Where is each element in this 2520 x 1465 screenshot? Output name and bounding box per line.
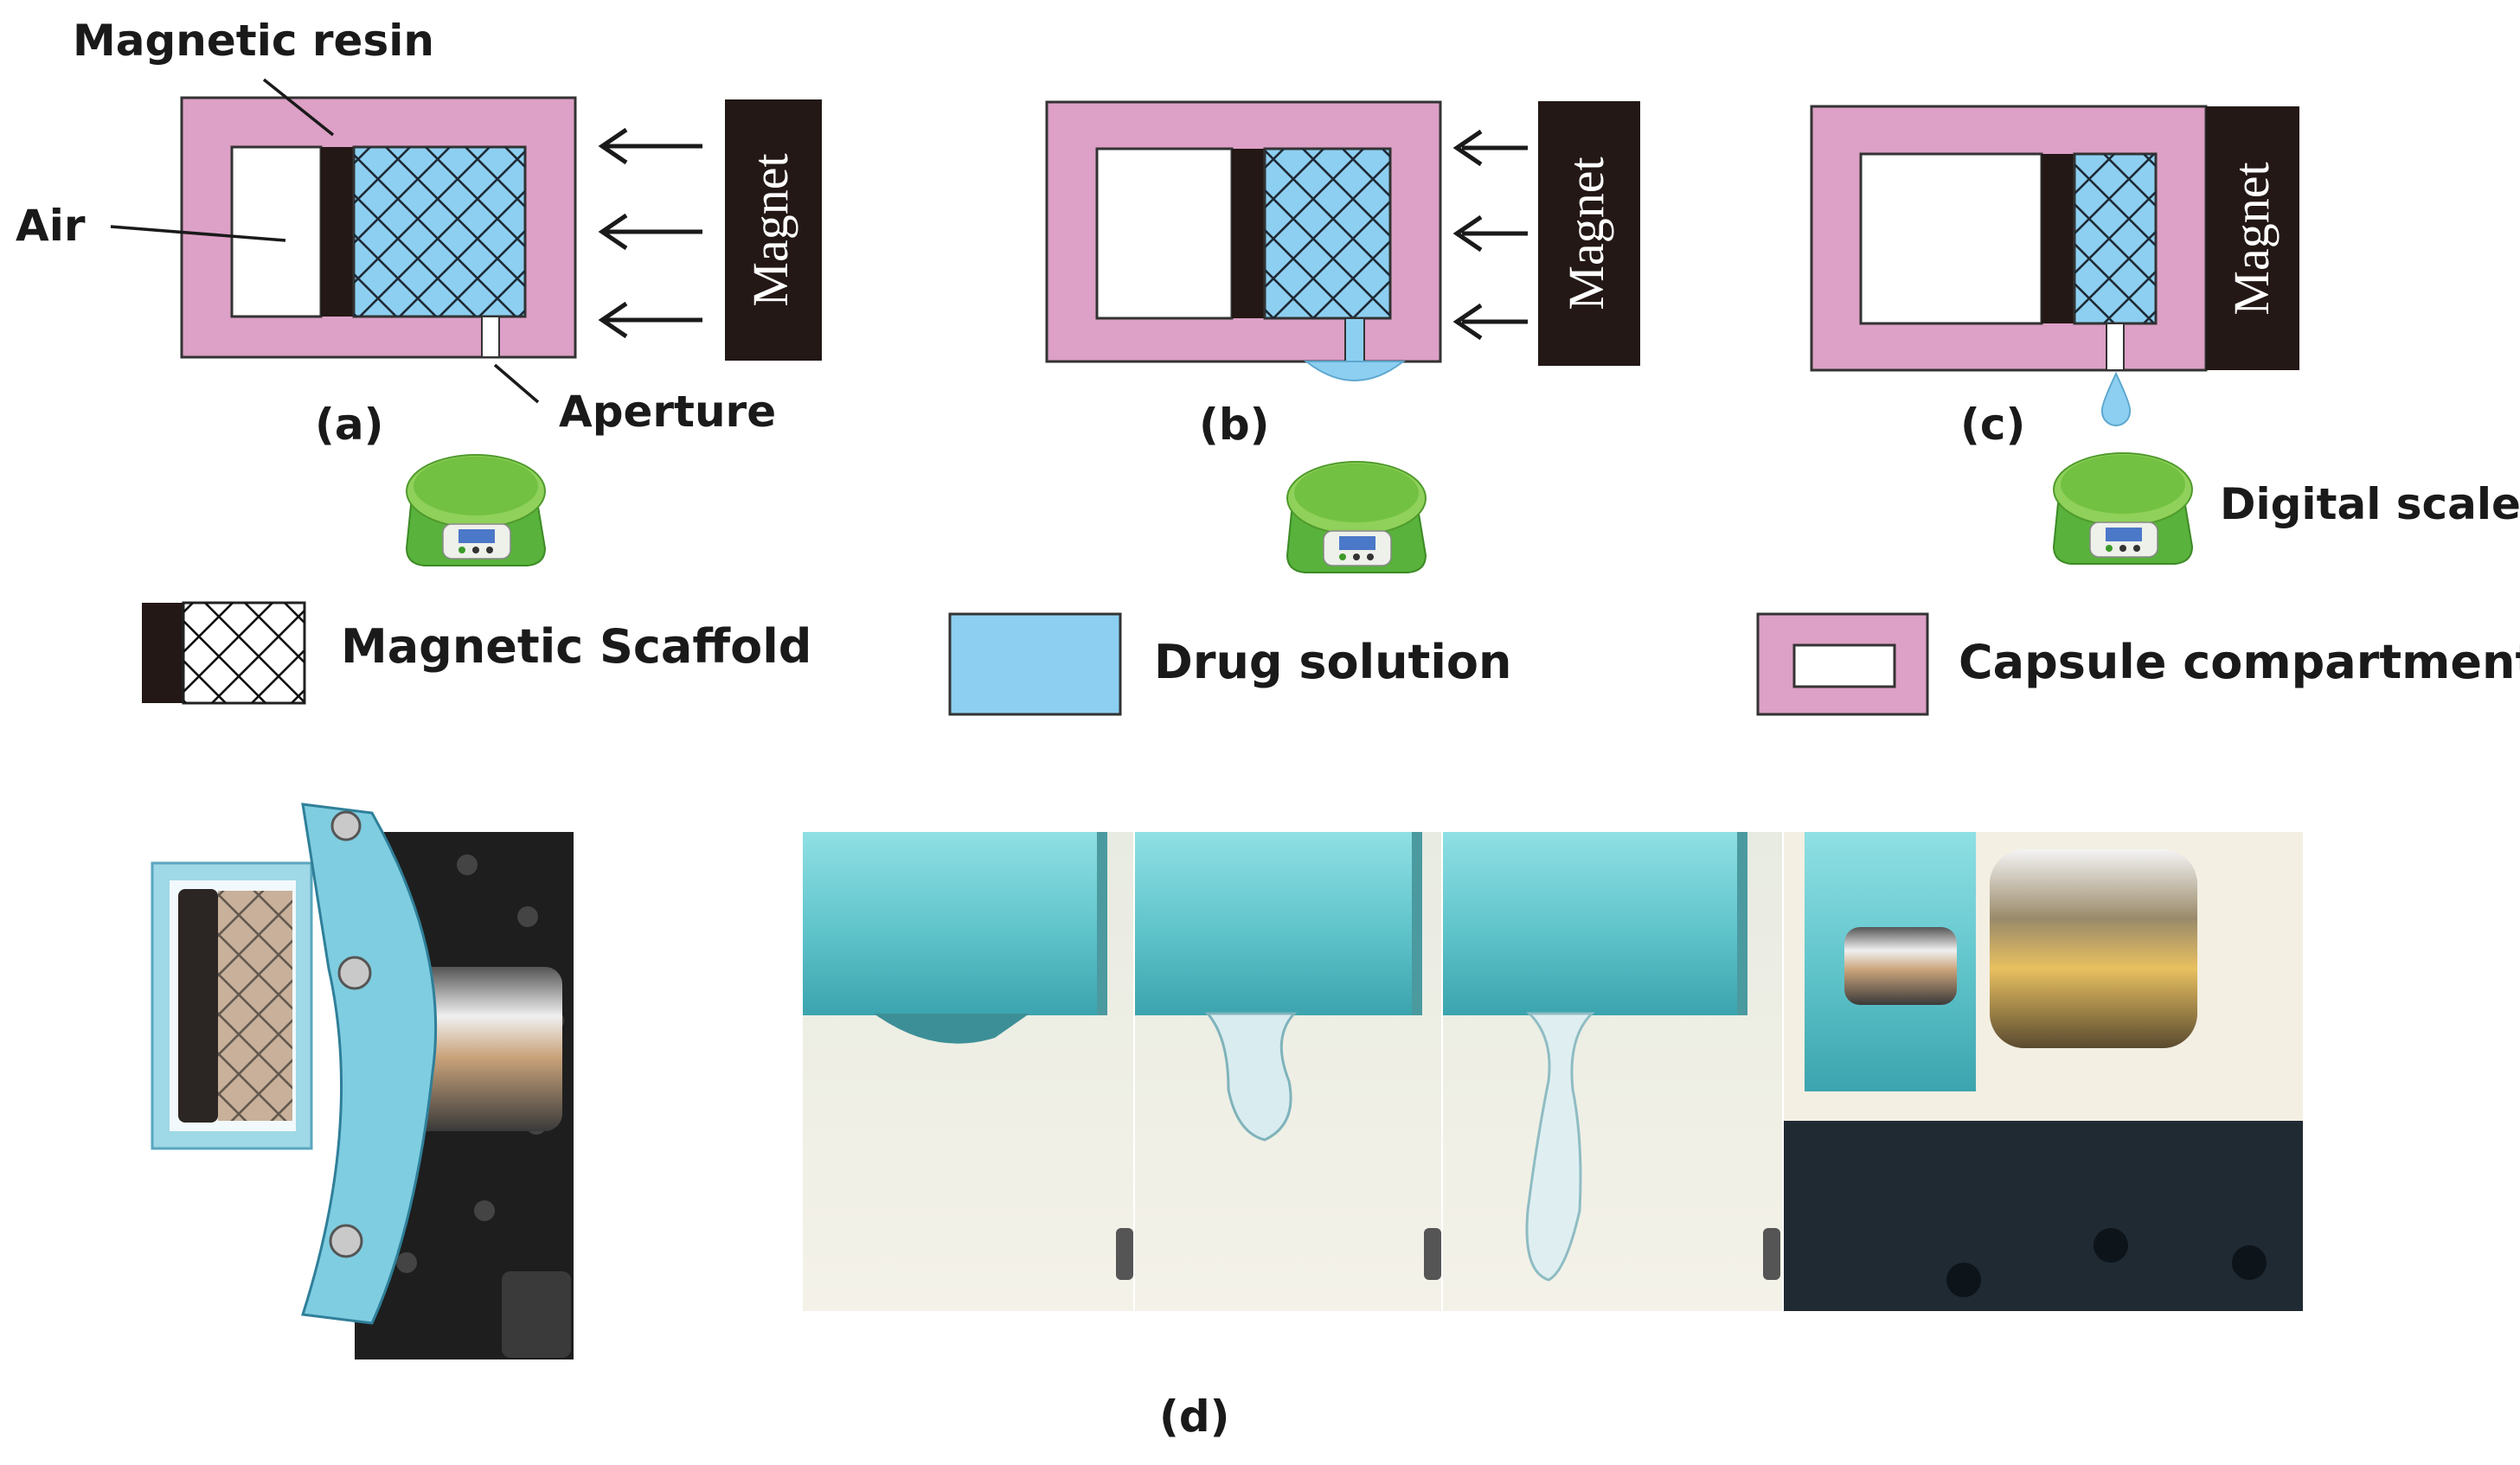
panel-a-label: (a) (315, 400, 383, 450)
steel-pin (1844, 927, 1957, 1005)
legend-resin-swatch (142, 603, 183, 703)
legend-drug-label: Drug solution (1154, 635, 1511, 689)
air-label: Air (16, 201, 86, 251)
air-chamber (1859, 152, 2043, 325)
magnetic-resin-layer (2042, 154, 2074, 323)
magnet-label: Magnet (742, 153, 798, 306)
arrowhead-icon (1452, 214, 1483, 253)
panel-c-label: (c) (1960, 400, 2025, 450)
legend-drug-swatch (948, 612, 1122, 716)
digital-scale-icon (2052, 452, 2194, 565)
magnet-block (725, 99, 822, 361)
legend-capsule-inner (1792, 643, 1896, 688)
arrowhead-icon (598, 213, 628, 251)
air-chamber (1095, 147, 1234, 320)
aperture-channel (1344, 317, 1365, 364)
panel-d-label: (d) (1159, 1391, 1230, 1442)
air-leader-line (110, 225, 286, 242)
photo-frame-2 (1135, 832, 1441, 1311)
legend: Magnetic Scaffold Drug solution Capsule … (142, 601, 2520, 716)
panel-b-label: (b) (1199, 400, 1270, 450)
resin-leader-line (262, 78, 335, 137)
scaffold-hatch (2074, 154, 2156, 323)
panel-a: Magnet Magnetic resin Air Aperture (a) (16, 16, 822, 566)
clamp-screw (329, 1224, 363, 1258)
drug-droplet (2100, 371, 2132, 426)
aperture-channel (2106, 323, 2125, 371)
legend-scaffold-label: Magnetic Scaffold (341, 619, 811, 674)
magnet-label: Magnet (2223, 162, 2280, 315)
scaffold-hatch (1265, 149, 1390, 318)
digital-scale-label: Digital scale (2220, 479, 2520, 529)
legend-scaffold-hatch (183, 603, 305, 703)
magnetic-resin-label: Magnetic resin (73, 16, 434, 66)
magnet-block (1538, 101, 1640, 366)
magnet-cylinder (1990, 849, 2197, 1048)
clamp-ring (301, 803, 438, 1325)
capsule-glass (1135, 832, 1412, 1015)
knob (502, 1271, 571, 1358)
photo-frame-3 (1443, 832, 1782, 1311)
photo-frame-1 (803, 832, 1133, 1311)
magnet-block (2206, 106, 2299, 370)
magnetic-resin-layer (321, 147, 354, 317)
panel-b: Magnet (b) (1045, 100, 1640, 573)
magnetic-force-arrows (1452, 129, 1528, 341)
digital-scale-icon (1286, 461, 1427, 573)
legend-item-drug: Drug solution (948, 612, 1511, 716)
legend-item-scaffold: Magnetic Scaffold (142, 601, 811, 705)
aperture-label: Aperture (559, 387, 776, 437)
digital-scale-icon (405, 454, 547, 566)
arrowhead-icon (1452, 303, 1483, 341)
drug-droplet-forming (1204, 1012, 1298, 1142)
capsule-glass (803, 832, 1097, 1015)
scaffold-resin-photo (178, 889, 218, 1123)
panel-c: Magnet (c) Digital scale (1810, 105, 2520, 565)
arrowhead-icon (598, 301, 628, 339)
droplet-photo-sequence (803, 832, 2303, 1311)
magnet-cylinder (407, 967, 562, 1131)
drug-stream (1525, 1012, 1595, 1282)
arrowhead-icon (1452, 129, 1483, 167)
magnetic-resin-layer (1232, 149, 1265, 318)
aperture-channel (481, 316, 500, 358)
magnet-label: Magnet (1558, 157, 1614, 310)
legend-item-capsule: Capsule compartment (1756, 612, 2520, 716)
scaffold-hatch (354, 147, 525, 317)
air-chamber (230, 145, 323, 318)
legend-capsule-label: Capsule compartment (1959, 635, 2520, 689)
aperture-leader-line (493, 363, 540, 404)
drug-bulge (1304, 361, 1406, 381)
clamp-screw (330, 810, 362, 841)
drug-meniscus (874, 1014, 1029, 1044)
device-photo (151, 803, 574, 1359)
magnetic-force-arrows (598, 127, 702, 339)
capsule-glass (1443, 832, 1737, 1015)
mount-base (1784, 1121, 2303, 1311)
photo-frame-4 (1784, 832, 2303, 1311)
arrowhead-icon (598, 127, 628, 165)
clamp-screw (337, 956, 372, 990)
